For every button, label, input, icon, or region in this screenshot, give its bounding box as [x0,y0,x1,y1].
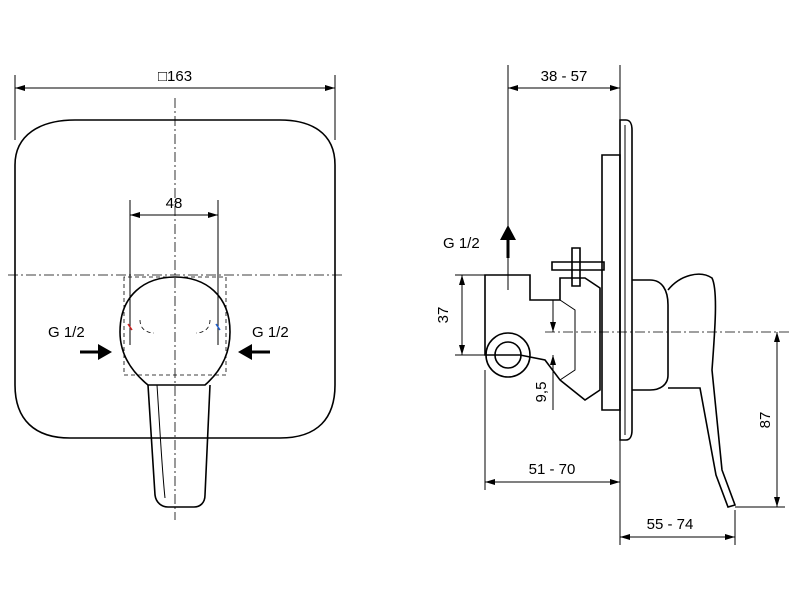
valve-body [484,274,601,401]
handle-lever [147,384,211,508]
valve-body-inner [559,299,576,381]
offset-dimension-label: 9,5 [533,382,550,403]
left-inlet-label: G 1/2 [48,324,85,341]
outlet-arrow-head [500,225,516,240]
body-depth-dimension-label: 51 - 70 [529,461,576,478]
height-dimension-label: 37 [435,307,452,324]
mounting-sleeve [601,154,621,411]
hidden-valve-body [123,276,227,376]
cover-plate [14,119,336,439]
right-inlet-label: G 1/2 [252,324,289,341]
right-inlet-arrow-head [238,344,252,360]
hot-marker [127,323,133,331]
width-dimension-label: □163 [158,68,192,85]
inlet-connection-inner [494,341,522,369]
stop-screw-head [571,247,581,287]
side-handle-base [632,279,669,391]
depth-dimension-label: 38 - 57 [541,68,588,85]
reach-dimension-label: 55 - 74 [647,516,694,533]
outlet-label: G 1/2 [443,235,480,252]
cold-marker [215,323,221,331]
side-handle-lever [667,273,737,508]
side-cover-plate [619,119,633,441]
drop-dimension-label: 87 [757,412,774,429]
front-view: □163 48 G 1/2 G 1/2 [8,68,345,520]
hidden-inlet-ports [139,319,211,334]
handle-escutcheon [119,276,231,386]
side-view: 38 - 57 G 1/2 37 9,5 [435,65,790,545]
left-inlet-arrow-head [98,344,112,360]
stop-screw [551,261,605,271]
lever-edge-line [156,384,166,499]
spacing-dimension-label: 48 [166,195,183,212]
